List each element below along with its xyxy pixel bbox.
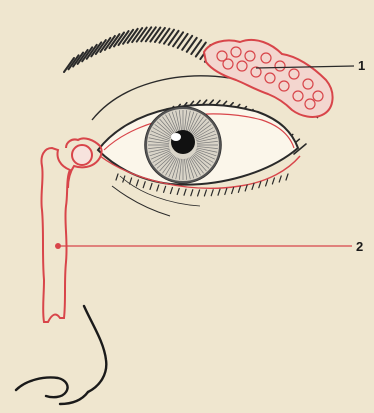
hatch-stroke <box>225 188 227 194</box>
hatch-stroke <box>266 180 268 186</box>
hatch-stroke <box>143 182 145 188</box>
hatch-stroke <box>150 183 152 189</box>
hatch-stroke <box>218 189 220 195</box>
hatch-stroke <box>204 190 206 196</box>
nose-outline <box>84 306 106 392</box>
hatch-stroke <box>169 31 179 45</box>
hatch-stroke <box>170 188 172 194</box>
callout-label-2: 2 <box>356 240 363 253</box>
hatch-stroke <box>155 28 165 42</box>
hatch-stroke <box>286 174 288 180</box>
hatch-stroke <box>238 186 240 192</box>
hatch-stroke <box>130 178 132 184</box>
hatch-stroke <box>184 189 186 195</box>
hatch-stroke <box>259 182 261 188</box>
hatch-stroke <box>157 185 159 191</box>
nasolacrimal-duct <box>41 138 101 322</box>
hatch-stroke <box>198 190 200 196</box>
hatch-stroke <box>177 188 179 194</box>
hatch-stroke <box>116 174 118 180</box>
eyebrow <box>64 27 224 72</box>
hatch-stroke <box>279 176 281 182</box>
hatch-stroke <box>136 180 138 186</box>
callout-label-1: 1 <box>358 59 365 72</box>
hatch-stroke <box>211 190 213 196</box>
hatch-stroke <box>159 29 169 43</box>
hatch-stroke <box>191 190 193 196</box>
hatch-stroke <box>164 186 166 192</box>
hatch-stroke <box>272 178 274 184</box>
hatch-stroke <box>173 32 183 46</box>
nostril <box>16 378 68 398</box>
pupil-highlight <box>171 133 181 141</box>
hatch-stroke <box>232 188 234 194</box>
hatch-stroke <box>164 30 174 44</box>
hatch-stroke <box>245 185 247 191</box>
